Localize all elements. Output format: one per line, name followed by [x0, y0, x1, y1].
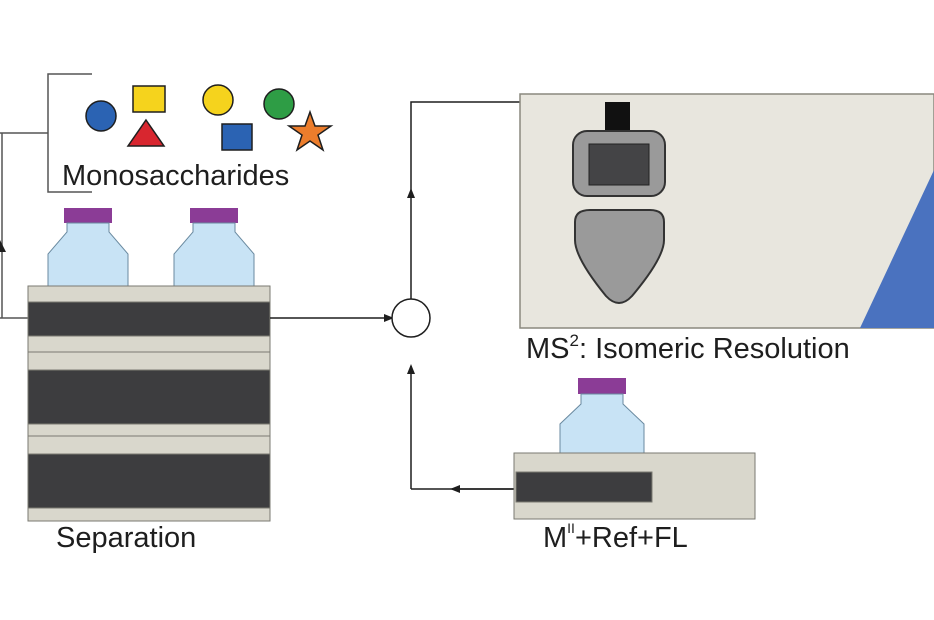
red-triangle-icon: [126, 118, 166, 147]
separation-bottle-right: [173, 208, 255, 287]
reagent-pump: [513, 452, 756, 520]
monosaccharides-label: Monosaccharides: [62, 160, 289, 192]
blue-square-icon: [221, 123, 253, 151]
ms-source-window: [588, 143, 650, 186]
ms-ion-funnel-icon: [574, 209, 665, 304]
mixing-tee-icon: [391, 298, 431, 338]
separation-label: Separation: [56, 522, 196, 554]
ms-analyzer-triangle: [860, 170, 934, 328]
monosaccharide-shapes: [85, 84, 334, 152]
yellow-circle-icon: [202, 84, 234, 116]
reagent-label: MII+Ref+FL: [543, 520, 688, 554]
monosaccharide-bracket: [0, 73, 92, 319]
orange-star-icon: [286, 109, 334, 152]
reagent-bottle: [559, 378, 645, 454]
ms2-label: MS2: Isomeric Resolution: [526, 331, 850, 365]
ms-inlet-capillary: [605, 102, 630, 132]
separation-bottle-left: [47, 208, 129, 287]
blue-circle-icon: [85, 100, 117, 132]
green-circle-icon: [263, 88, 295, 120]
mass-spectrometer: [519, 93, 934, 329]
separation-module-stack: [27, 285, 271, 522]
inlet-arrow-icon: [0, 240, 6, 252]
yellow-square-icon: [132, 85, 166, 113]
